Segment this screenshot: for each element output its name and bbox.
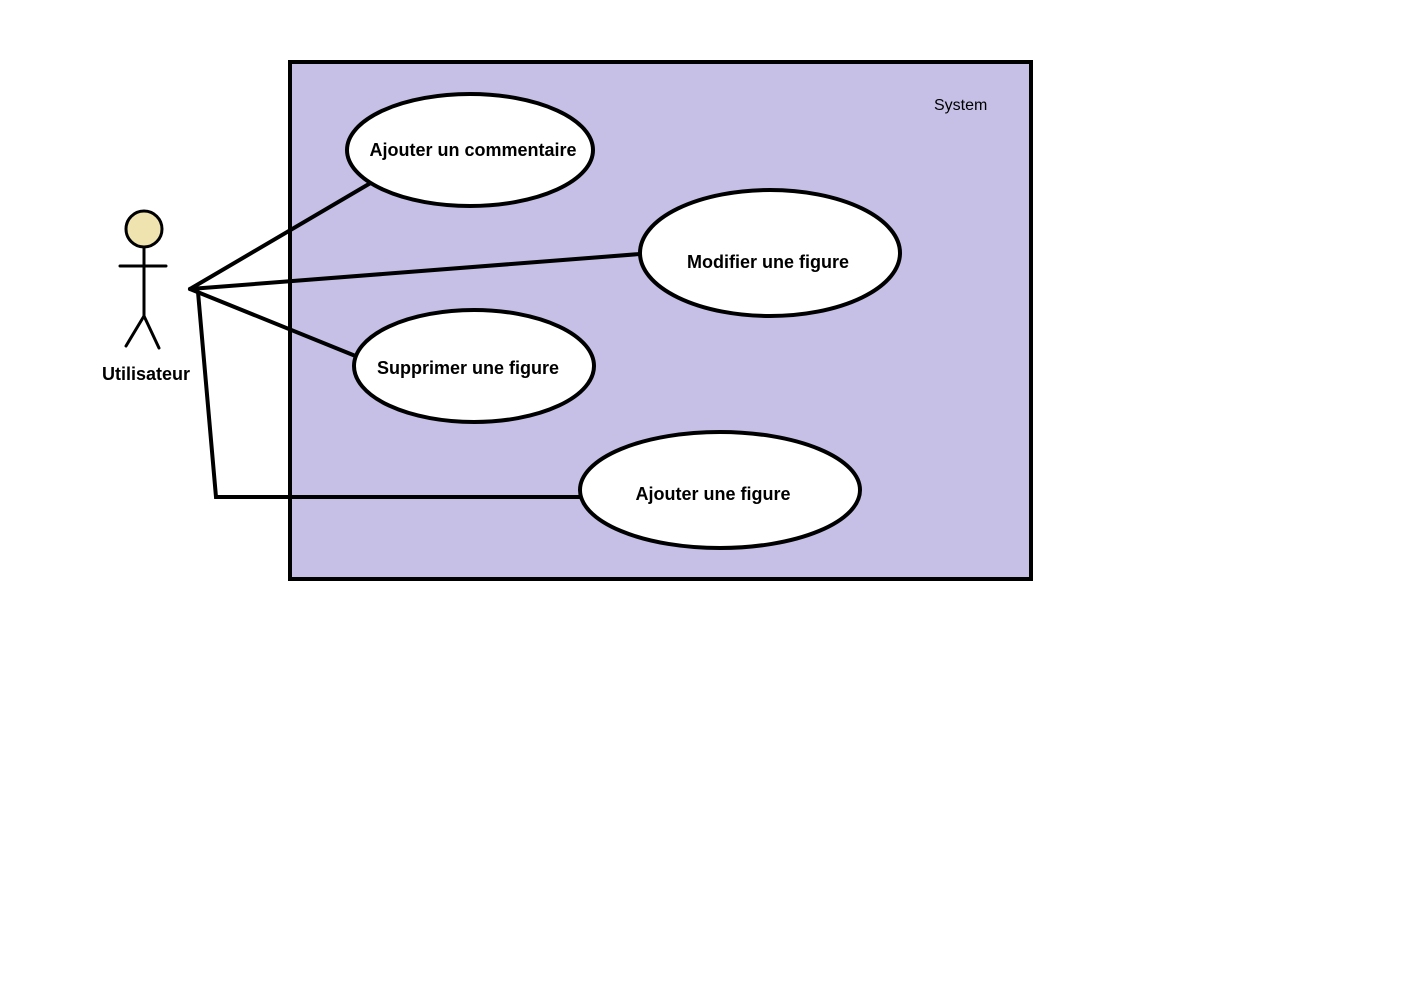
use-case-ajouter-commentaire[interactable]: Ajouter un commentaire — [345, 92, 595, 208]
use-case-label: Ajouter une figure — [635, 484, 790, 504]
actor-utilisateur[interactable]: Utilisateur — [102, 209, 190, 384]
use-case-ellipse — [578, 430, 862, 550]
use-case-supprimer-figure[interactable]: Supprimer une figure — [352, 308, 596, 424]
association-line-ajouter-figure — [196, 290, 584, 499]
use-case-label: Ajouter un commentaire — [369, 140, 576, 160]
system-label: System — [934, 97, 987, 114]
use-case-ajouter-figure[interactable]: Ajouter une figure — [578, 430, 862, 550]
associations — [188, 179, 642, 499]
use-case-modifier-figure[interactable]: Modifier une figure — [638, 188, 902, 318]
use-case-label: Modifier une figure — [687, 252, 849, 272]
use-case-ellipse — [638, 188, 902, 318]
stick-figure-actor-icon — [118, 209, 168, 350]
use-case-ellipse — [352, 308, 596, 424]
association-line-modifier-figure — [188, 252, 642, 291]
association-line-ajouter-commentaire — [188, 179, 376, 291]
actor-left-leg — [124, 314, 146, 348]
actor-label: Utilisateur — [102, 364, 190, 384]
use-case-label: Supprimer une figure — [377, 358, 559, 378]
actor-head — [124, 209, 164, 249]
association-line-supprimer-figure — [188, 287, 360, 359]
actor-right-leg — [142, 314, 161, 350]
use-case-ellipse — [345, 92, 595, 208]
